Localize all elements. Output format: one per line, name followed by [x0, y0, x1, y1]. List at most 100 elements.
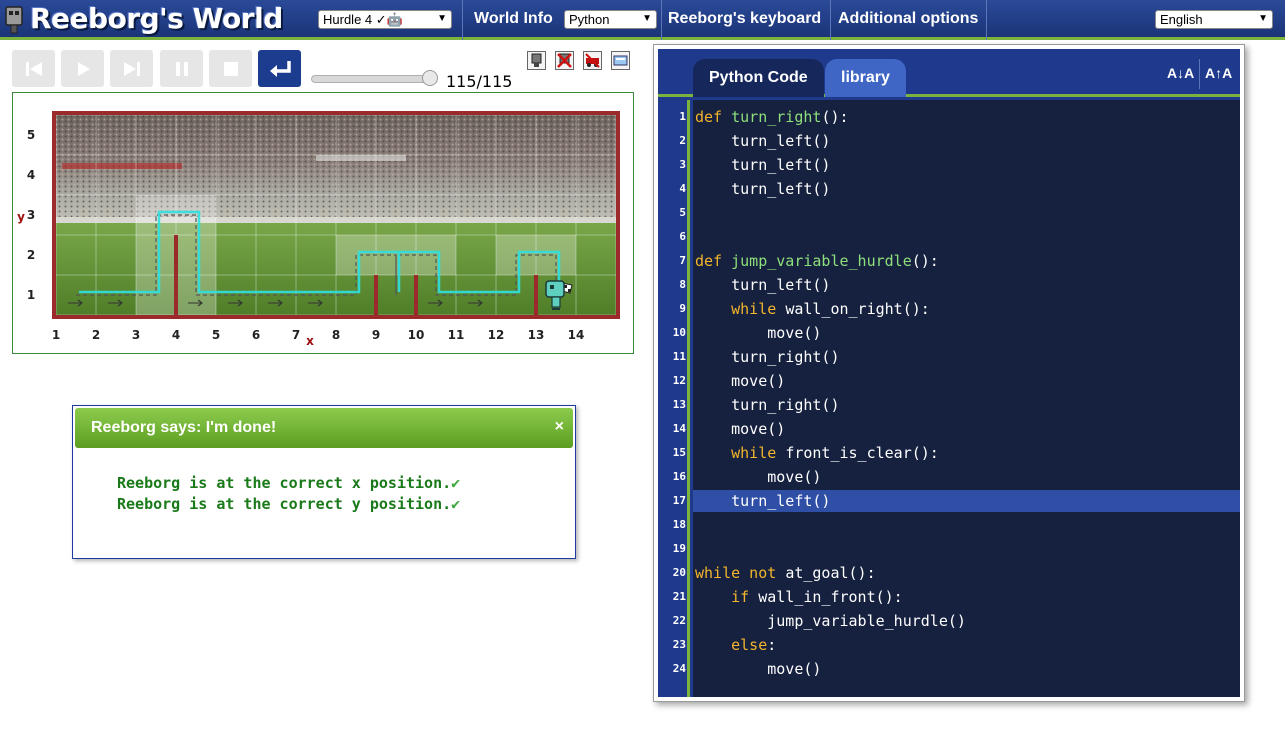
line-number: 7 [679, 254, 686, 267]
hurdle-wall [374, 275, 378, 315]
line-number: 11 [672, 350, 686, 363]
line-number: 13 [672, 398, 686, 411]
code-line[interactable]: else: [695, 636, 776, 654]
line-number: 3 [679, 158, 686, 171]
keyboard-link[interactable]: Reeborg's keyboard [668, 10, 822, 27]
code-line[interactable]: move() [695, 468, 821, 486]
robot-head [545, 280, 565, 298]
x-tick-label: 3 [132, 328, 140, 342]
tab-python-code[interactable]: Python Code [693, 59, 824, 97]
step-counter: 115/115 [446, 72, 513, 91]
font-increase-button[interactable]: A↑A [1205, 65, 1232, 81]
robot-tool-icon[interactable] [527, 51, 546, 70]
y-tick-label: 4 [27, 168, 35, 182]
menu-divider [462, 0, 463, 40]
robot-trace [68, 210, 561, 307]
code-line[interactable]: while front_is_clear(): [695, 444, 939, 462]
chevron-down-icon: ▼ [437, 13, 447, 24]
line-number: 18 [672, 518, 686, 531]
code-line[interactable]: turn_left() [695, 132, 830, 150]
world-info-link[interactable]: World Info [474, 10, 553, 27]
ui-language-select[interactable]: English ▼ [1155, 10, 1273, 29]
code-token: wall_on_right(): [785, 300, 930, 318]
robot-eye [550, 285, 554, 289]
code-line[interactable]: move() [695, 324, 821, 342]
x-tick-label: 13 [528, 328, 545, 342]
code-token: turn_left() [695, 180, 831, 198]
x-tick-label: 2 [92, 328, 100, 342]
x-tick-label: 5 [212, 328, 220, 342]
reeborg-logo-icon [5, 6, 23, 34]
world-frame-border [52, 111, 620, 319]
code-line[interactable]: turn_right() [695, 348, 839, 366]
language-select[interactable]: Python ▼ [564, 10, 657, 29]
highlight-tool-icon[interactable] [555, 51, 574, 70]
pause-button[interactable] [160, 50, 203, 87]
run-button[interactable] [61, 50, 104, 87]
line-number: 8 [679, 278, 686, 291]
code-token: wall_in_front(): [758, 588, 903, 606]
language-select-value: Python [569, 12, 610, 27]
checker-pattern [564, 285, 571, 292]
font-decrease-button[interactable]: A↓A [1167, 65, 1194, 81]
code-line[interactable]: move() [695, 372, 785, 390]
code-line[interactable]: turn_left() [695, 180, 830, 198]
code-token: turn_right() [695, 396, 840, 414]
code-line[interactable]: move() [695, 660, 821, 678]
code-line[interactable]: turn_left() [695, 276, 830, 294]
x-tick-label: 7 [292, 328, 300, 342]
code-line[interactable]: def jump_variable_hurdle(): [695, 252, 939, 270]
code-line[interactable]: turn_right() [695, 396, 840, 414]
world-select[interactable]: Hurdle 4 ✓🤖 ▼ [318, 10, 452, 29]
checkmark-icon: ✔ [451, 474, 461, 492]
dialog-message-x-text: Reeborg is at the correct x position. [117, 474, 452, 492]
code-token: (): [911, 252, 939, 270]
x-tick-label: 4 [172, 328, 180, 342]
menu-divider [986, 0, 987, 40]
reload-button[interactable] [12, 50, 55, 87]
code-token: turn_left() [695, 132, 831, 150]
trace-arrow [108, 299, 123, 307]
code-line[interactable]: turn_left() [695, 492, 830, 510]
speed-slider-handle[interactable] [422, 70, 438, 86]
speed-slider-track[interactable] [311, 75, 435, 83]
grass-field [56, 219, 616, 315]
code-keyword: def [695, 252, 732, 270]
dialog-titlebar[interactable]: Reeborg says: I'm done! × [75, 408, 573, 448]
return-button[interactable] [258, 50, 301, 87]
editor-tool-icon[interactable] [611, 51, 630, 70]
code-keyword: while [695, 444, 786, 462]
code-text-area[interactable]: def turn_right(): turn_left() turn_left(… [693, 100, 1240, 697]
code-token: turn_left() [695, 156, 831, 174]
code-line[interactable]: while wall_on_right(): [695, 300, 930, 318]
trace-arrow [428, 299, 443, 307]
x-tick-label: 6 [252, 328, 260, 342]
y-tick-label: 1 [27, 288, 35, 302]
line-number: 10 [672, 326, 686, 339]
code-line[interactable]: def turn_right(): [695, 108, 849, 126]
code-line[interactable]: if wall_in_front(): [695, 588, 903, 606]
line-number: 1 [679, 110, 686, 123]
code-line[interactable]: move() [695, 420, 785, 438]
stop-button[interactable] [209, 50, 252, 87]
chevron-down-icon: ▼ [642, 13, 652, 24]
car-tool-icon[interactable] [583, 51, 602, 70]
additional-options-link[interactable]: Additional options [838, 10, 979, 27]
code-line[interactable]: turn_left() [695, 156, 830, 174]
code-keyword: else [695, 636, 768, 654]
trace-arrow [468, 299, 483, 307]
dialog-message-x: Reeborg is at the correct x position.✔ [117, 474, 460, 492]
ui-language-value: English [1160, 12, 1203, 27]
tab-library[interactable]: library [825, 59, 906, 97]
reload-icon [26, 62, 42, 76]
code-line[interactable]: jump_variable_hurdle() [695, 612, 966, 630]
robot-body [551, 296, 561, 308]
step-button[interactable] [110, 50, 153, 87]
code-keyword: while not [695, 564, 786, 582]
close-icon[interactable]: × [554, 418, 564, 435]
dialog-title: Reeborg says: I'm done! [91, 419, 277, 436]
code-line[interactable]: while not at_goal(): [695, 564, 876, 582]
